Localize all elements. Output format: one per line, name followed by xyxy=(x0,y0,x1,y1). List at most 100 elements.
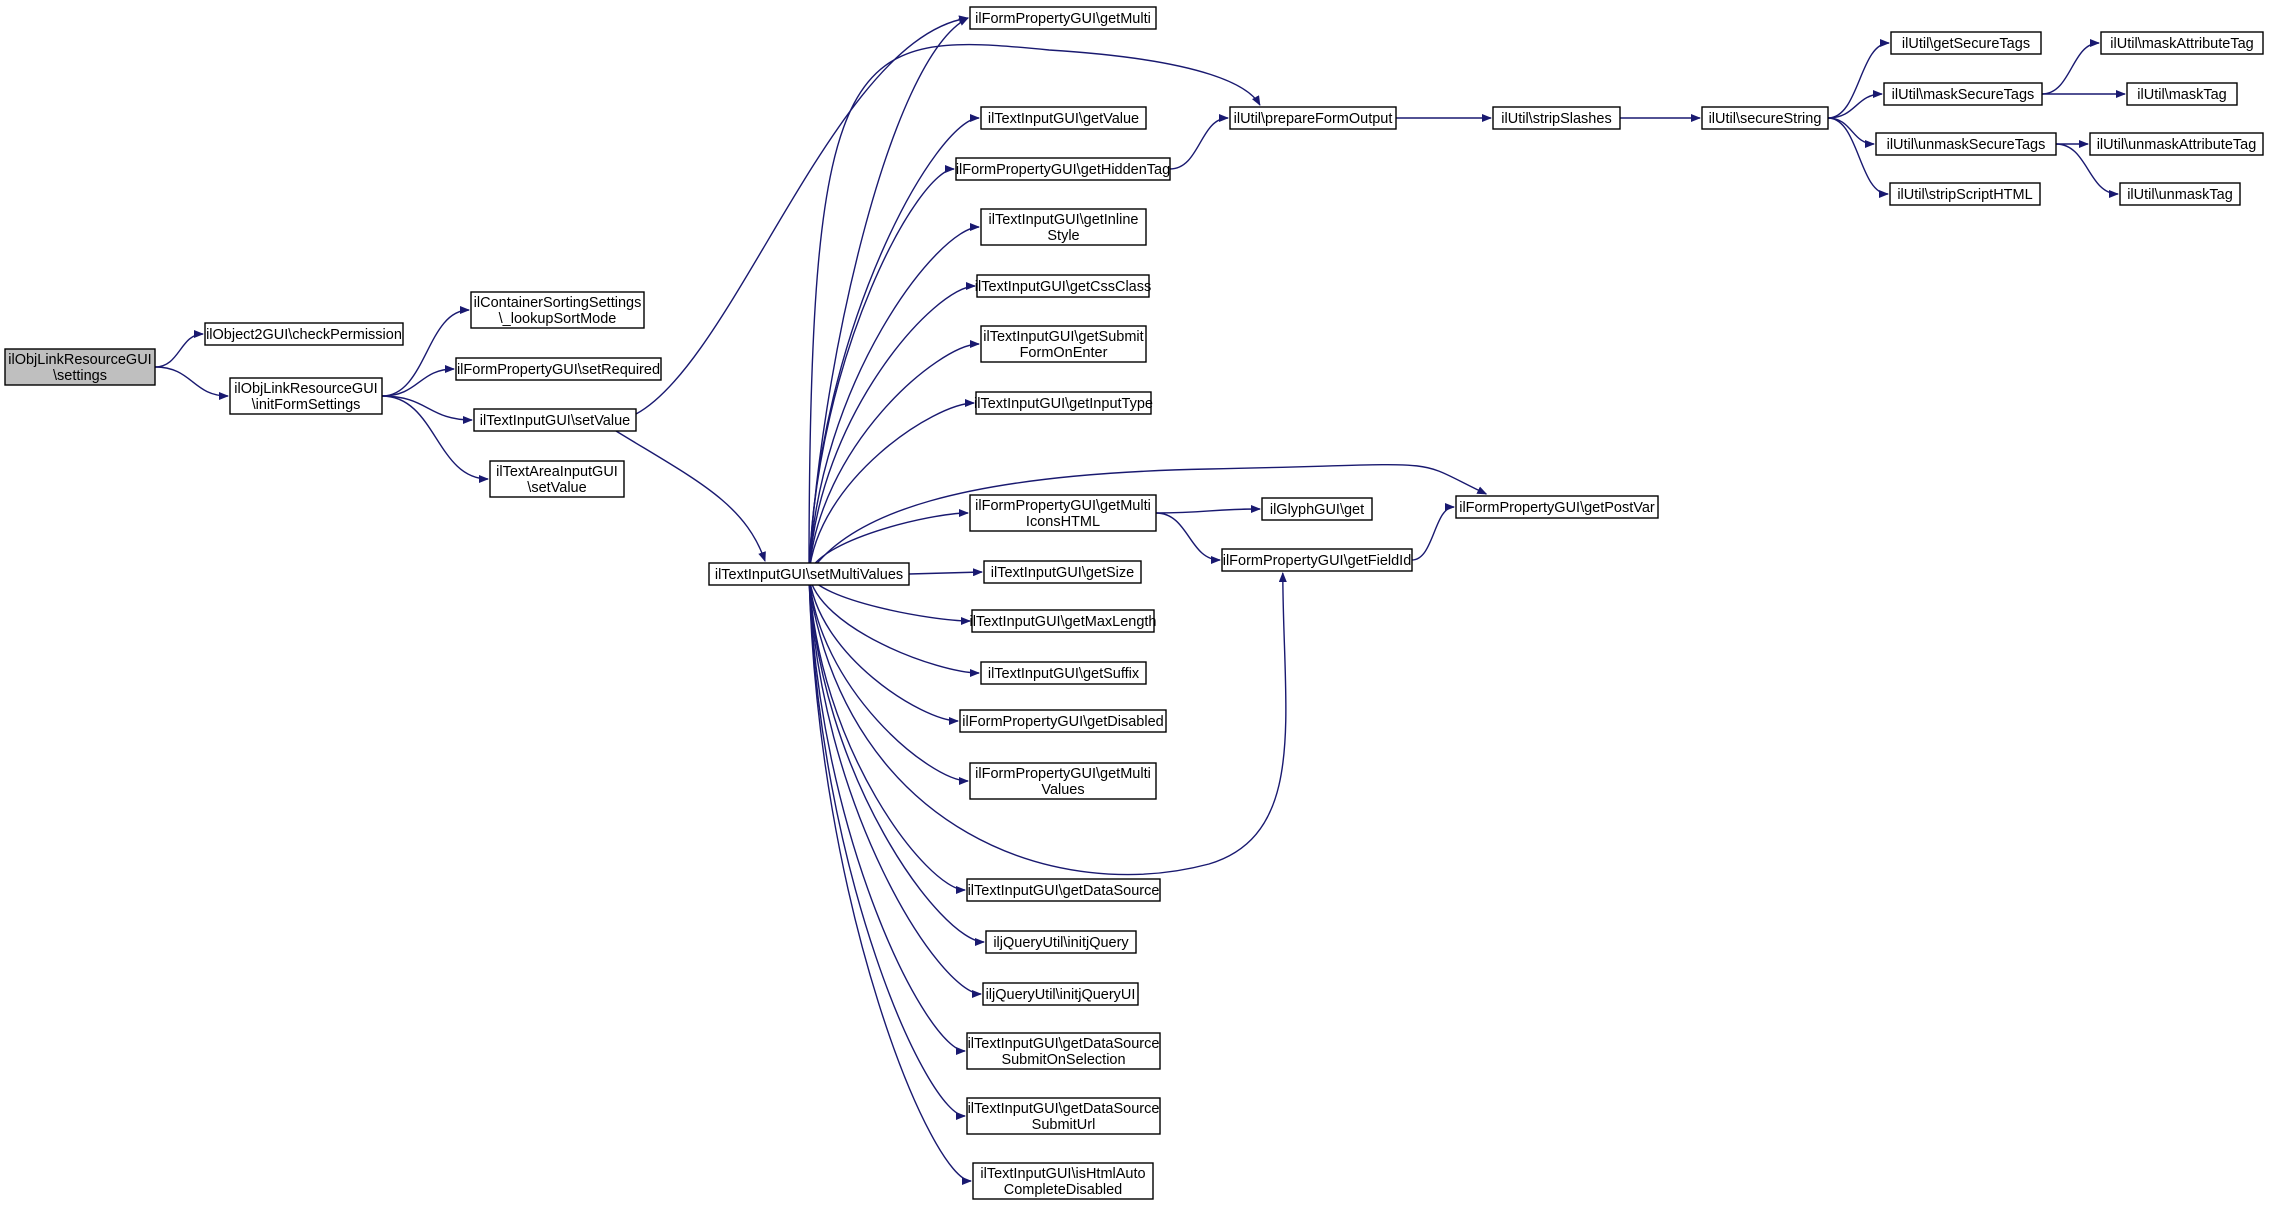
node-get-disabled[interactable]: ilFormPropertyGUI\getDisabled xyxy=(959,709,1167,733)
node-get-max-length[interactable]: ilTextInputGUI\getMaxLength xyxy=(970,609,1157,633)
node-mask-secure-tags[interactable]: ilUtil\maskSecureTags xyxy=(1883,82,2043,106)
edge-setMultiValues-to-getInputType xyxy=(808,399,975,575)
node-label: ilTextInputGUI\getSuffix xyxy=(988,666,1140,682)
node-is-html-auto-complete-disabled[interactable]: ilTextInputGUI\isHtmlAutoCompleteDisable… xyxy=(972,1162,1154,1200)
edge-arrow xyxy=(808,573,982,998)
node-label: IconsHTML xyxy=(1026,514,1100,530)
node-box xyxy=(976,274,1150,298)
node-glyph-get[interactable]: ilGlyphGUI\get xyxy=(1261,497,1373,521)
node-label: ilTextInputGUI\getSize xyxy=(991,565,1134,581)
node-box xyxy=(2119,182,2241,206)
node-set-required[interactable]: ilFormPropertyGUI\setRequired xyxy=(455,357,662,381)
node-set-multi-values[interactable]: ilTextInputGUI\setMultiValues xyxy=(708,562,910,586)
node-label: \_lookupSortMode xyxy=(499,311,617,327)
edge-arrow xyxy=(381,395,473,424)
node-label: ilTextInputGUI\getDataSource xyxy=(968,1101,1160,1117)
node-box xyxy=(1221,548,1413,572)
node-layer: ilObjLinkResourceGUI\settingsilObject2GU… xyxy=(4,6,2264,1200)
node-initj-query-u-i[interactable]: iljQueryUtil\initjQueryUI xyxy=(982,982,1139,1006)
node-get-value[interactable]: ilTextInputGUI\getValue xyxy=(980,106,1147,130)
node-secure-string[interactable]: ilUtil\secureString xyxy=(1701,106,1829,130)
edge-arrow xyxy=(1827,117,1889,198)
node-label: ilObjLinkResourceGUI xyxy=(234,381,377,397)
node-get-post-var[interactable]: ilFormPropertyGUI\getPostVar xyxy=(1455,495,1659,519)
node-box xyxy=(1261,497,1373,521)
node-strip-slashes[interactable]: ilUtil\stripSlashes xyxy=(1492,106,1621,130)
edge-arrow xyxy=(808,573,980,677)
node-box xyxy=(959,709,1167,733)
node-label: ilFormPropertyGUI\getHiddenTag xyxy=(956,162,1170,178)
node-box xyxy=(983,560,1142,584)
node-set-value-area[interactable]: ilTextAreaInputGUI\setValue xyxy=(489,460,625,498)
node-label: ilUtil\maskAttributeTag xyxy=(2110,36,2253,52)
node-get-data-source[interactable]: ilTextInputGUI\getDataSource xyxy=(966,878,1161,902)
node-get-field-id[interactable]: ilFormPropertyGUI\getFieldId xyxy=(1221,548,1413,572)
edge-setMultiValues-to-getSuffix xyxy=(808,573,980,677)
node-box xyxy=(972,1162,1154,1200)
node-label: ilFormPropertyGUI\getMulti xyxy=(975,498,1151,514)
node-unmask-secure-tags[interactable]: ilUtil\unmaskSecureTags xyxy=(1875,132,2057,156)
edge-arrow xyxy=(808,573,966,894)
node-label: ilTextInputGUI\getCssClass xyxy=(975,279,1151,295)
edge-arrow xyxy=(808,399,975,575)
node-unmask-attribute-tag[interactable]: ilUtil\unmaskAttributeTag xyxy=(2089,132,2264,156)
edge-arrow xyxy=(1411,503,1455,561)
edge-arrow xyxy=(808,43,1261,575)
edge-setMultiValues-to-getMulti xyxy=(808,17,969,575)
node-label: ilContainerSortingSettings xyxy=(474,295,642,311)
node-get-size[interactable]: ilTextInputGUI\getSize xyxy=(983,560,1142,584)
node-get-secure-tags[interactable]: ilUtil\getSecureTags xyxy=(1890,31,2042,55)
node-prepare-form-output[interactable]: ilUtil\prepareFormOutput xyxy=(1229,106,1397,130)
node-settings[interactable]: ilObjLinkResourceGUI\settings xyxy=(4,348,156,386)
edge-arrow xyxy=(808,573,959,725)
node-lookup-sort-mode[interactable]: ilContainerSortingSettings\_lookupSortMo… xyxy=(470,291,645,329)
node-label: ilGlyphGUI\get xyxy=(1270,502,1364,518)
node-unmask-tag[interactable]: ilUtil\unmaskTag xyxy=(2119,182,2241,206)
node-box xyxy=(1883,82,2043,106)
edge-arrow xyxy=(2041,39,2100,95)
node-label: ilUtil\prepareFormOutput xyxy=(1234,111,1393,127)
node-box xyxy=(980,325,1147,363)
edge-arrow xyxy=(808,573,969,785)
node-init-form-settings[interactable]: ilObjLinkResourceGUI\initFormSettings xyxy=(229,377,383,415)
node-label: Values xyxy=(1041,782,1084,798)
edge-settings-to-checkPermission xyxy=(154,330,204,368)
node-get-data-source-submit-on-selection[interactable]: ilTextInputGUI\getDataSourceSubmitOnSele… xyxy=(966,1032,1161,1070)
node-box xyxy=(966,1032,1161,1070)
node-label: \settings xyxy=(53,368,107,384)
node-get-suffix[interactable]: ilTextInputGUI\getSuffix xyxy=(980,661,1147,685)
node-label: ilObject2GUI\checkPermission xyxy=(206,327,402,343)
edge-setMultiValues-to-initjQueryUI xyxy=(808,573,982,998)
edge-setValueText-to-getMulti xyxy=(635,15,969,415)
node-get-multi[interactable]: ilFormPropertyGUI\getMulti xyxy=(969,6,1157,30)
edge-arrow xyxy=(381,395,489,483)
node-get-input-type[interactable]: ilTextInputGUI\getInputType xyxy=(974,391,1153,415)
node-label: ilFormPropertyGUI\setRequired xyxy=(457,362,660,378)
node-get-hidden-tag[interactable]: ilFormPropertyGUI\getHiddenTag xyxy=(955,157,1171,181)
node-box xyxy=(985,930,1137,954)
node-label: ilUtil\maskTag xyxy=(2137,87,2226,103)
node-box xyxy=(1701,106,1829,130)
edge-arrow xyxy=(808,463,1488,575)
node-set-value-text[interactable]: ilTextInputGUI\setValue xyxy=(473,408,637,432)
edge-secureString-to-getSecureTags xyxy=(1827,39,1890,119)
node-get-css-class[interactable]: ilTextInputGUI\getCssClass xyxy=(975,274,1151,298)
edge-setMultiValues-to-getInlineStyle xyxy=(808,223,980,575)
node-label: \setValue xyxy=(527,480,586,496)
node-initj-query[interactable]: iljQueryUtil\initjQuery xyxy=(985,930,1137,954)
node-label: SubmitUrl xyxy=(1032,1117,1096,1133)
node-strip-script-h-t-m-l[interactable]: ilUtil\stripScriptHTML xyxy=(1889,182,2041,206)
node-label: ilFormPropertyGUI\getMulti xyxy=(975,11,1151,27)
node-box xyxy=(980,208,1147,246)
node-box xyxy=(4,348,156,386)
edge-setMultiValues-to-getDataSourceSubmitUrl xyxy=(808,573,966,1120)
node-mask-tag[interactable]: ilUtil\maskTag xyxy=(2126,82,2238,106)
node-check-permission[interactable]: ilObject2GUI\checkPermission xyxy=(204,322,404,346)
edge-secureString-to-unmaskSecureTags xyxy=(1827,117,1875,148)
node-mask-attribute-tag[interactable]: ilUtil\maskAttributeTag xyxy=(2100,31,2264,55)
